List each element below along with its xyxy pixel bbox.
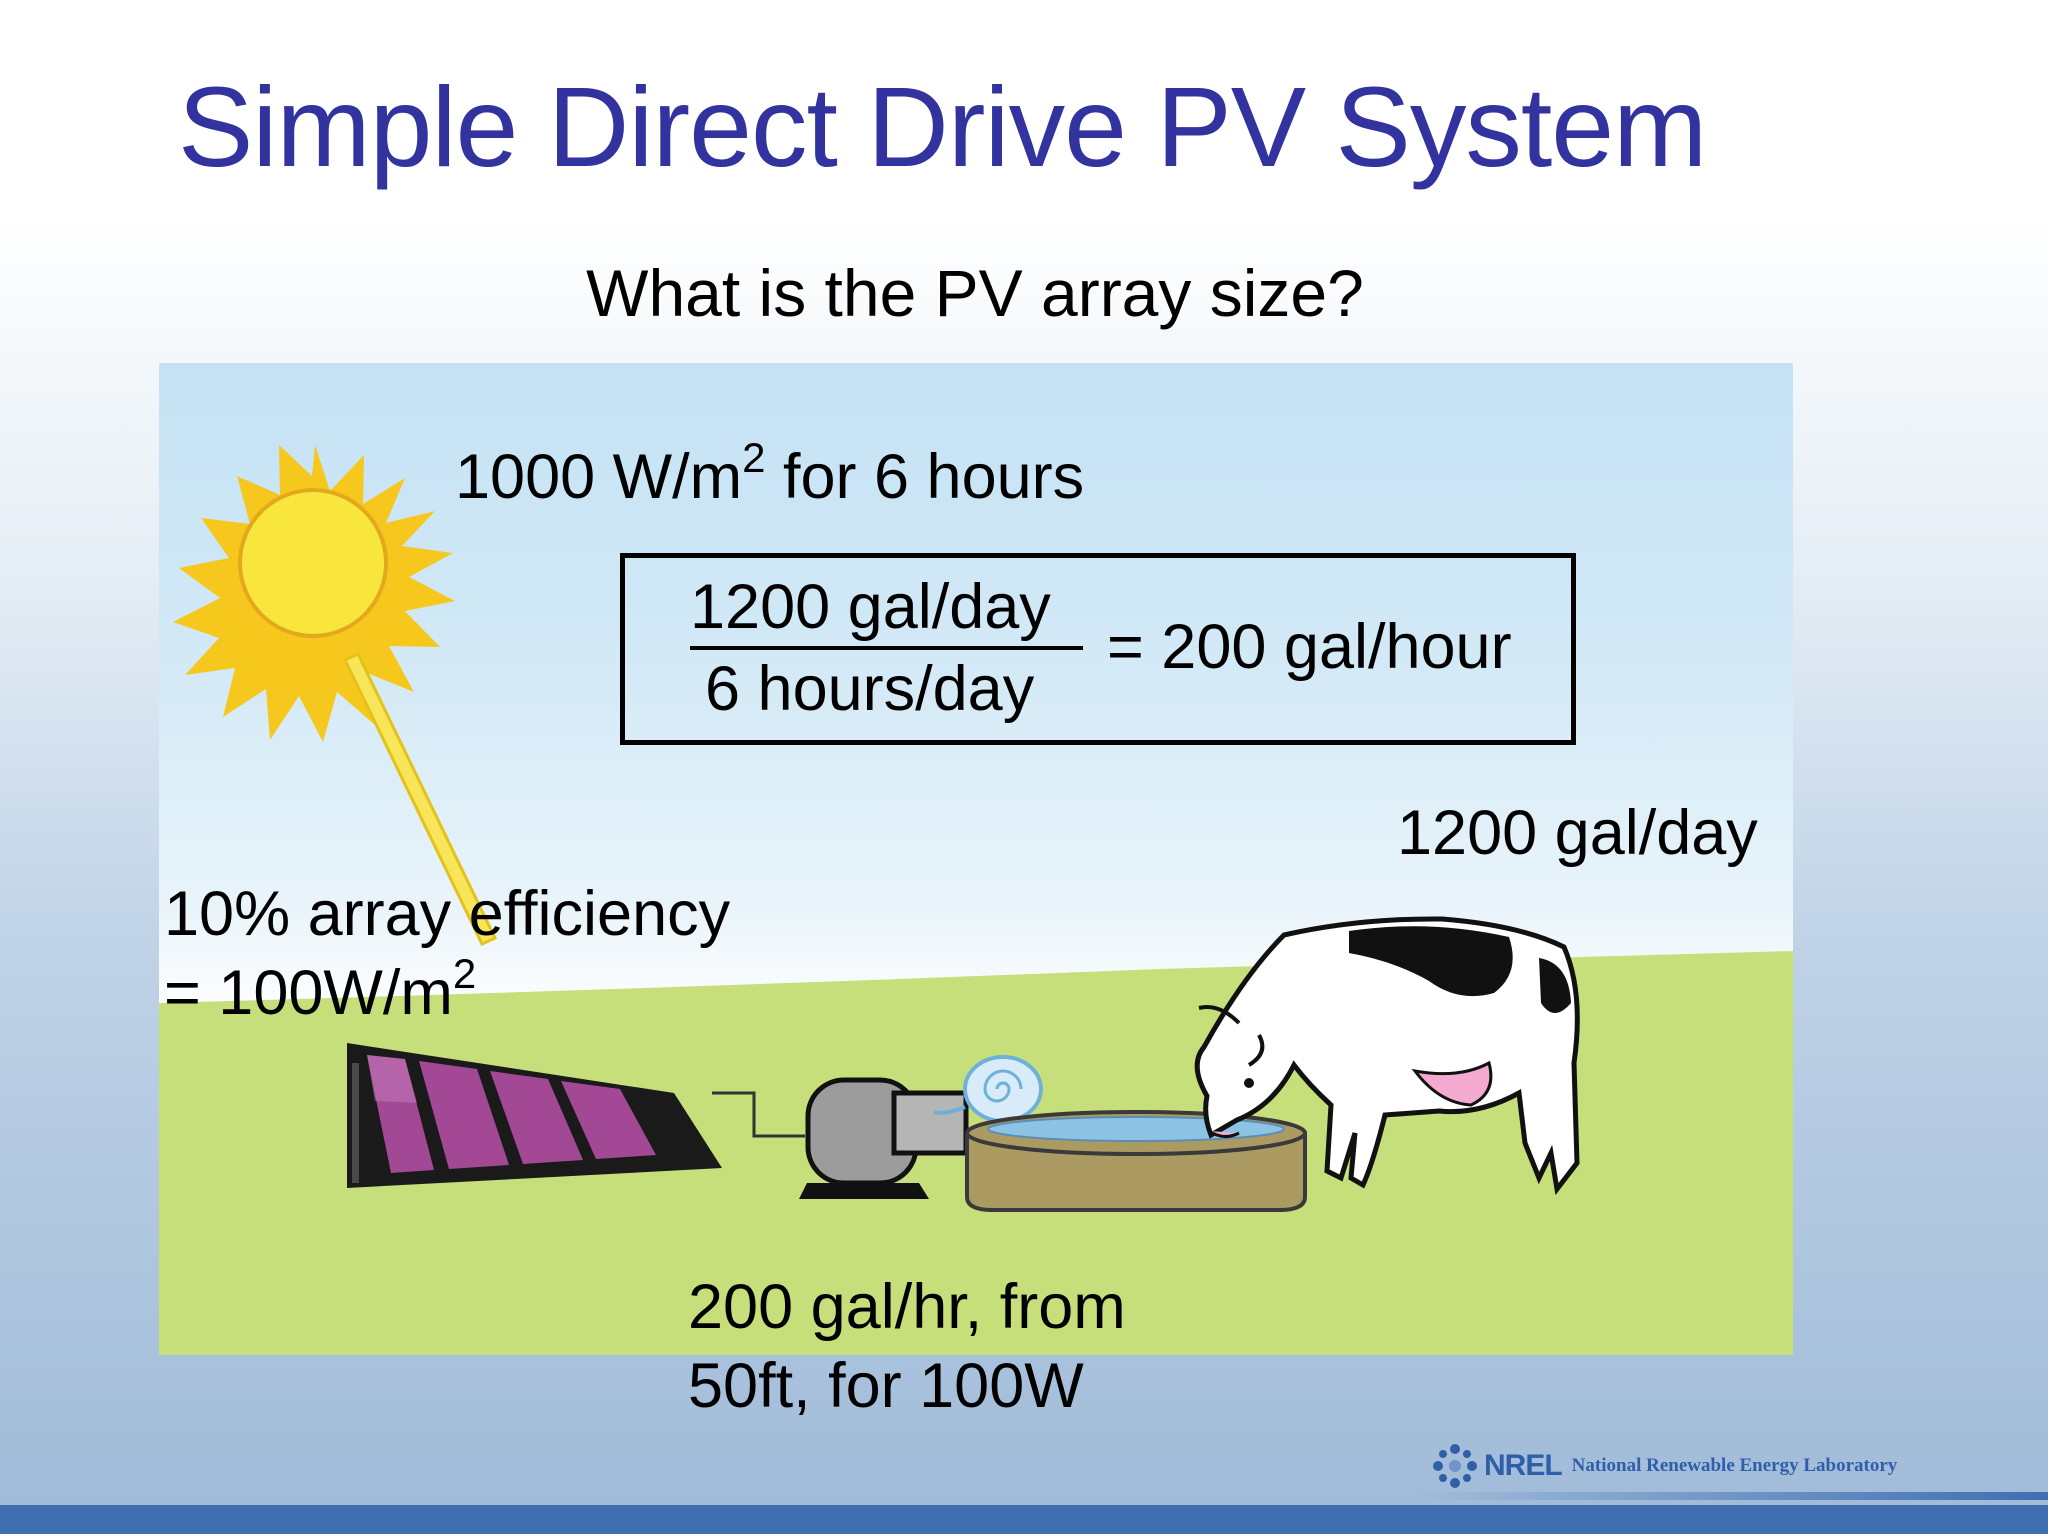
nrel-logo: NREL National Renewable Energy Laborator…	[1432, 1438, 1897, 1494]
daily-demand-label: 1200 gal/day	[1397, 798, 1758, 868]
slide-title: Simple Direct Drive PV System	[178, 64, 1707, 190]
cow-icon	[1194, 916, 1580, 1196]
sun-icon	[173, 445, 455, 742]
water-trough-icon	[965, 1110, 1307, 1212]
footer-accent-line	[1420, 1492, 2048, 1500]
pump-spec-line-2: 50ft, for 100W	[688, 1350, 1084, 1421]
nrel-logo-mark: NREL	[1484, 1449, 1563, 1482]
formula-denominator: 6 hours/day	[705, 654, 1035, 724]
efficiency-line-2: = 100W/m2	[164, 949, 477, 1028]
wire	[712, 1091, 805, 1138]
pump-icon	[799, 1055, 1043, 1199]
efficiency-line-1: 10% array efficiency	[164, 879, 731, 949]
pump-spec-line-1: 200 gal/hr, from	[688, 1272, 1126, 1342]
sun-ray	[342, 652, 498, 946]
scene-artwork	[159, 445, 1793, 1355]
question-text: What is the PV array size?	[586, 256, 1364, 330]
nrel-logo-name: National Renewable Energy Laboratory	[1571, 1455, 1898, 1476]
illustration-scene	[159, 363, 1793, 1355]
efficiency-label: 10% array efficiency = 100W/m2	[164, 875, 730, 1033]
formula-result: = 200 gal/hour	[1107, 612, 1512, 682]
nrel-logo-icon	[1433, 1444, 1477, 1488]
flow-rate-formula: 1200 gal/day 6 hours/day = 200 gal/hour	[620, 553, 1576, 745]
formula-numerator: 1200 gal/day	[690, 572, 1051, 642]
solar-panel-icon	[347, 1043, 722, 1188]
fraction-line	[690, 646, 1083, 650]
pump-spec-label: 200 gal/hr, from 50ft, for 100W	[688, 1268, 1126, 1426]
irradiance-label: 1000 W/m2 for 6 hours	[455, 434, 1085, 513]
footer-bar	[0, 1505, 2048, 1534]
